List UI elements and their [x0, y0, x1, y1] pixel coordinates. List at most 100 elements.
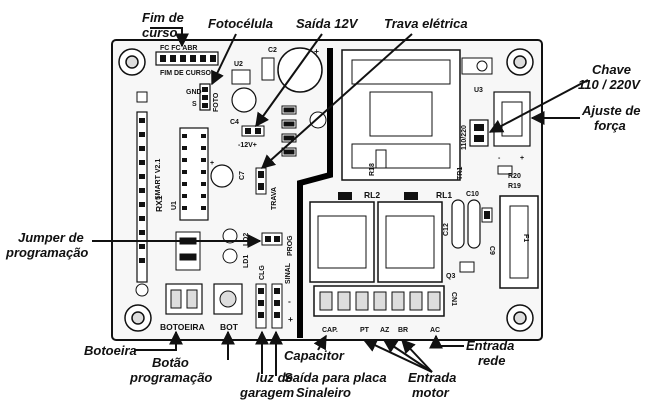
silk-s: S [192, 101, 197, 108]
silk-cap: CAP. [322, 327, 338, 334]
callout-fotocelula: Fotocélula [208, 16, 273, 31]
silk-ld2: LD2 [243, 233, 250, 246]
arrow-chave [488, 79, 589, 133]
c7-capacitor: + C7 [210, 160, 246, 188]
arrow-saida-12v [255, 33, 323, 128]
force-trimpot[interactable]: - + [493, 91, 531, 162]
u2-regulator: U2 C4 [230, 61, 257, 126]
callout-entrada-motor-2: motor [412, 385, 450, 400]
silk-ld1: LD1 [243, 255, 250, 268]
callout-chave-1: Chave [592, 62, 631, 77]
callout-luz-1: luz de [256, 370, 293, 385]
silk-c2: C2 [268, 47, 277, 54]
arrow-fim-de-curso [150, 27, 189, 48]
callout-sinaleiro-1: Saída para placa [284, 370, 387, 385]
program-button[interactable]: BOT [213, 283, 243, 332]
callout-sinaleiro-2: Sinaleiro [296, 385, 351, 400]
silk-fim-de-curso: FIM DE CURSO [160, 70, 212, 77]
silk-pt: PT [360, 327, 370, 334]
fuse-f1: F1 [499, 195, 539, 289]
garage-light-connector: CLG [255, 265, 267, 329]
silk-c7-plus: + [210, 160, 214, 167]
callout-entrada-rede-1: Entrada [466, 338, 514, 353]
isolation-trace [297, 48, 333, 338]
silk-minus-12v-plus: -12V+ [238, 142, 257, 149]
silk-c12: C12 [443, 223, 450, 236]
rx1-receiver: SMART V2.1 RX1 [135, 91, 164, 297]
silk-c2-plus: + [314, 46, 319, 56]
arrow-botoeira [134, 330, 183, 351]
silk-q3: Q3 [446, 273, 455, 280]
silk-ac: AC [430, 327, 440, 334]
callout-fim-de-curso-1: Fim de [142, 10, 184, 25]
silk-u1: U1 [171, 201, 178, 210]
silk-br: BR [398, 327, 408, 334]
silk-r20: R20 [508, 173, 521, 180]
status-leds: LD2 LD1 [222, 228, 250, 268]
silk-sinal-minus: - [288, 296, 291, 306]
silk-rx1: RX1 [154, 195, 164, 212]
callout-entrada-motor-1: Entrada [408, 370, 456, 385]
silk-foto: FOTO [213, 92, 220, 112]
silk-trava: TRAVA [271, 187, 278, 210]
silk-tr1: TR1 [457, 167, 464, 180]
motor-capacitors: C12 C10 C9 Q3 [443, 191, 495, 280]
led-ld2 [222, 228, 238, 244]
arrow-fotocelula [211, 33, 237, 86]
transformer-tr1: R18 TR1 [341, 49, 464, 181]
programming-jumper[interactable]: PROG [261, 232, 294, 256]
silk-sinal-plus: + [288, 314, 293, 324]
callout-luz-2: garagem [239, 385, 295, 400]
silk-r18: R18 [369, 163, 376, 176]
arrow-motor-br [401, 338, 433, 373]
u3-area: U3 110/220 [461, 57, 493, 150]
silk-botoeira: BOTOEIRA [160, 322, 205, 332]
terminal-block-cn1: CN1 CAP. PT AZ BR AC [313, 285, 457, 334]
silk-rl1: RL1 [436, 190, 452, 200]
silk-r19: R19 [508, 183, 521, 190]
push-button-connector: BOTOEIRA [160, 283, 205, 332]
mounting-holes [118, 48, 534, 332]
silk-rl2: RL2 [364, 190, 380, 200]
silk-u3: U3 [474, 87, 483, 94]
silk-trimpot-plus: + [520, 155, 524, 162]
callout-jumper-2: programação [5, 245, 88, 260]
silk-gnd: GND [186, 89, 202, 96]
silk-c9: C9 [488, 246, 495, 255]
u1-microcontroller: U1 [171, 127, 209, 221]
silk-u2: U2 [234, 61, 243, 68]
silk-prog: PROG [287, 235, 294, 256]
callout-ajuste-2: força [594, 118, 626, 133]
callout-entrada-rede-2: rede [478, 353, 505, 368]
photocell-header: GND S FOTO [186, 83, 220, 112]
silk-bot: BOT [220, 322, 239, 332]
relay-rl2: RL2 [309, 190, 380, 283]
limit-switch-header: FC FC ABR FIM DE CURSO [155, 45, 219, 77]
resistors-r19-r20: R20 R19 [497, 165, 521, 190]
callout-botao-2: programação [129, 370, 212, 385]
callout-botoeira: Botoeira [84, 343, 137, 358]
silk-sinal: SINAL [285, 262, 292, 284]
callout-jumper-1: Jumper de [18, 230, 84, 245]
callout-saida-12v: Saída 12V [296, 16, 359, 31]
support-components [175, 231, 201, 271]
callout-capacitor: Capacitor [284, 348, 345, 363]
silk-f1: F1 [522, 234, 529, 242]
arrow-motor-pt [362, 339, 433, 373]
silk-trimpot-minus: - [498, 155, 501, 162]
driver-components [281, 105, 327, 157]
silk-110-220[interactable]: 110/220 [461, 125, 468, 150]
silk-c10: C10 [466, 191, 479, 198]
arrow-capacitor [313, 334, 327, 351]
arrow-trava-eletrica [260, 33, 413, 169]
callout-chave-2: 110 / 220V [578, 77, 641, 92]
silk-cn1: CN1 [450, 292, 457, 306]
silk-az: AZ [380, 327, 390, 334]
silk-clg: CLG [259, 265, 266, 280]
signal-connector: SINAL - + [271, 262, 293, 329]
silk-c4: C4 [230, 119, 239, 126]
silk-smart: SMART V2.1 [155, 159, 162, 200]
callout-ajuste-1: Ajuste de [581, 103, 641, 118]
led-ld1 [222, 248, 238, 264]
